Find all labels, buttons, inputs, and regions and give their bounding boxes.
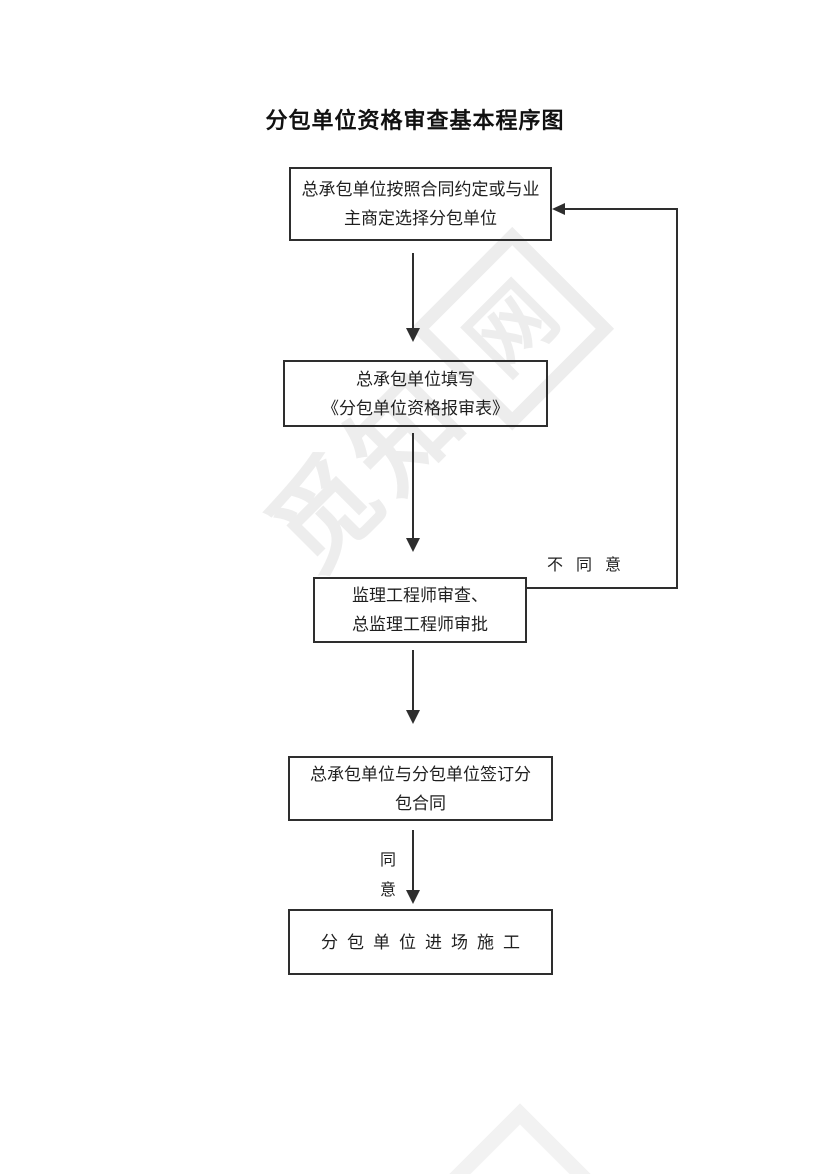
flow-node-enter-site: 分包单位进场施工 <box>288 909 553 975</box>
node-text-line: 主商定选择分包单位 <box>344 209 497 228</box>
arrow-down-icon <box>406 538 420 552</box>
feedback-line-bottom <box>527 587 678 589</box>
edge-label-agree: 同意 <box>377 851 394 911</box>
flow-node-review-approve: 监理工程师审查、 总监理工程师审批 <box>313 577 527 643</box>
node-text-line: 总承包单位按照合同约定或与业 <box>301 180 540 199</box>
edge-label-disagree: 不同意 <box>547 557 635 574</box>
node-text-line: 监理工程师审查、 <box>352 586 488 605</box>
arrow-line-3 <box>412 650 414 712</box>
arrow-line-2 <box>412 433 414 540</box>
flow-node-select-subcontractor: 总承包单位按照合同约定或与业 主商定选择分包单位 <box>289 167 552 241</box>
arrow-left-icon <box>552 203 565 215</box>
node-text-line: 总监理工程师审批 <box>352 615 488 634</box>
watermark-bottom-diamond: 网 <box>350 1103 690 1174</box>
arrow-down-icon <box>406 710 420 724</box>
arrow-line-1 <box>412 253 414 330</box>
arrow-down-icon <box>406 328 420 342</box>
feedback-line-right <box>676 209 678 589</box>
node-text-line: 总承包单位填写 <box>356 369 475 389</box>
arrow-down-icon <box>406 890 420 904</box>
node-text-line: 分包单位进场施工 <box>321 932 529 952</box>
page-title: 分包单位资格审查基本程序图 <box>265 108 565 133</box>
arrow-line-4 <box>412 830 414 892</box>
node-text-line: 总承包单位与分包单位签订分 <box>310 764 531 784</box>
flow-node-sign-contract: 总承包单位与分包单位签订分 包合同 <box>288 756 553 821</box>
node-text-line: 《分包单位资格报审表》 <box>322 398 509 418</box>
feedback-line-top <box>562 208 678 210</box>
flow-node-fill-form: 总承包单位填写 《分包单位资格报审表》 <box>283 360 548 427</box>
node-text-line: 包合同 <box>395 793 446 813</box>
